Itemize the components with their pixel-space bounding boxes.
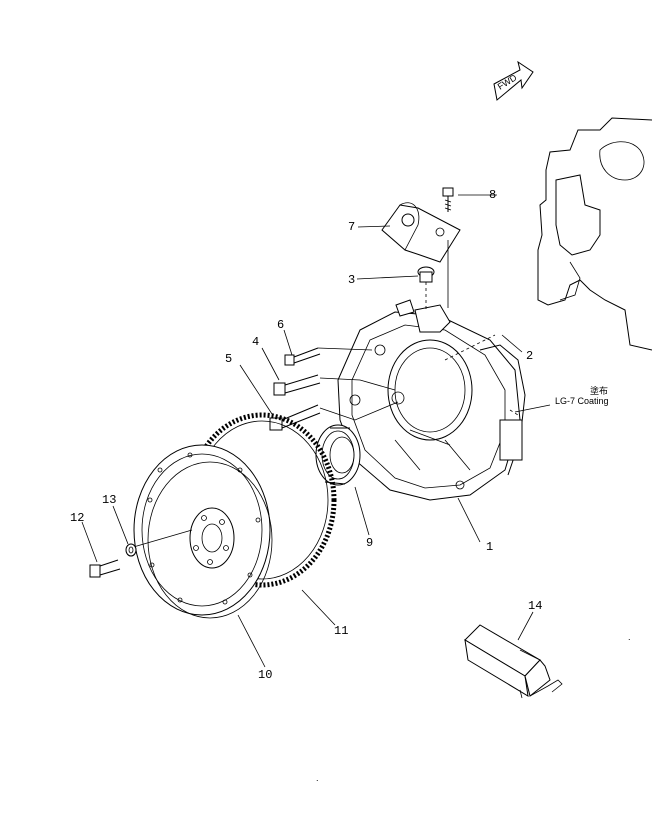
callout-5: 5 <box>225 352 232 366</box>
flywheel-housing <box>337 299 526 501</box>
corner-mark-2: . <box>628 632 631 642</box>
flywheel <box>129 444 273 619</box>
callout-2: 2 <box>526 349 533 363</box>
callout-1: 1 <box>486 540 493 554</box>
bolt-4 <box>273 374 396 396</box>
fwd-arrow-icon: FWD <box>493 60 534 101</box>
coating-note: LG-7 Coating <box>555 396 609 406</box>
bracket <box>381 202 461 308</box>
oil-seal <box>315 424 361 486</box>
coating-kanji: 塗布 <box>590 385 608 396</box>
bolt-6 <box>284 347 373 366</box>
plug-3 <box>417 266 435 312</box>
bolt-5 <box>269 401 399 431</box>
callout-10: 10 <box>258 668 272 682</box>
callout-12: 12 <box>70 511 84 525</box>
corner-mark: . <box>316 773 319 783</box>
bolt-8 <box>442 187 454 212</box>
washer-13 <box>125 543 137 557</box>
callout-11: 11 <box>334 624 348 638</box>
callout-9: 9 <box>366 536 373 550</box>
callout-3: 3 <box>348 273 355 287</box>
bolt-12 <box>89 559 121 578</box>
callout-13: 13 <box>102 493 116 507</box>
callout-4: 4 <box>252 335 259 349</box>
callout-6: 6 <box>277 318 284 332</box>
fwd-label: FWD <box>496 72 519 92</box>
callout-14: 14 <box>528 599 542 613</box>
leader-lines <box>81 194 551 668</box>
engine-block <box>537 117 652 351</box>
callout-7: 7 <box>348 220 355 234</box>
tool-14 <box>464 624 563 699</box>
callout-8: 8 <box>489 188 496 202</box>
